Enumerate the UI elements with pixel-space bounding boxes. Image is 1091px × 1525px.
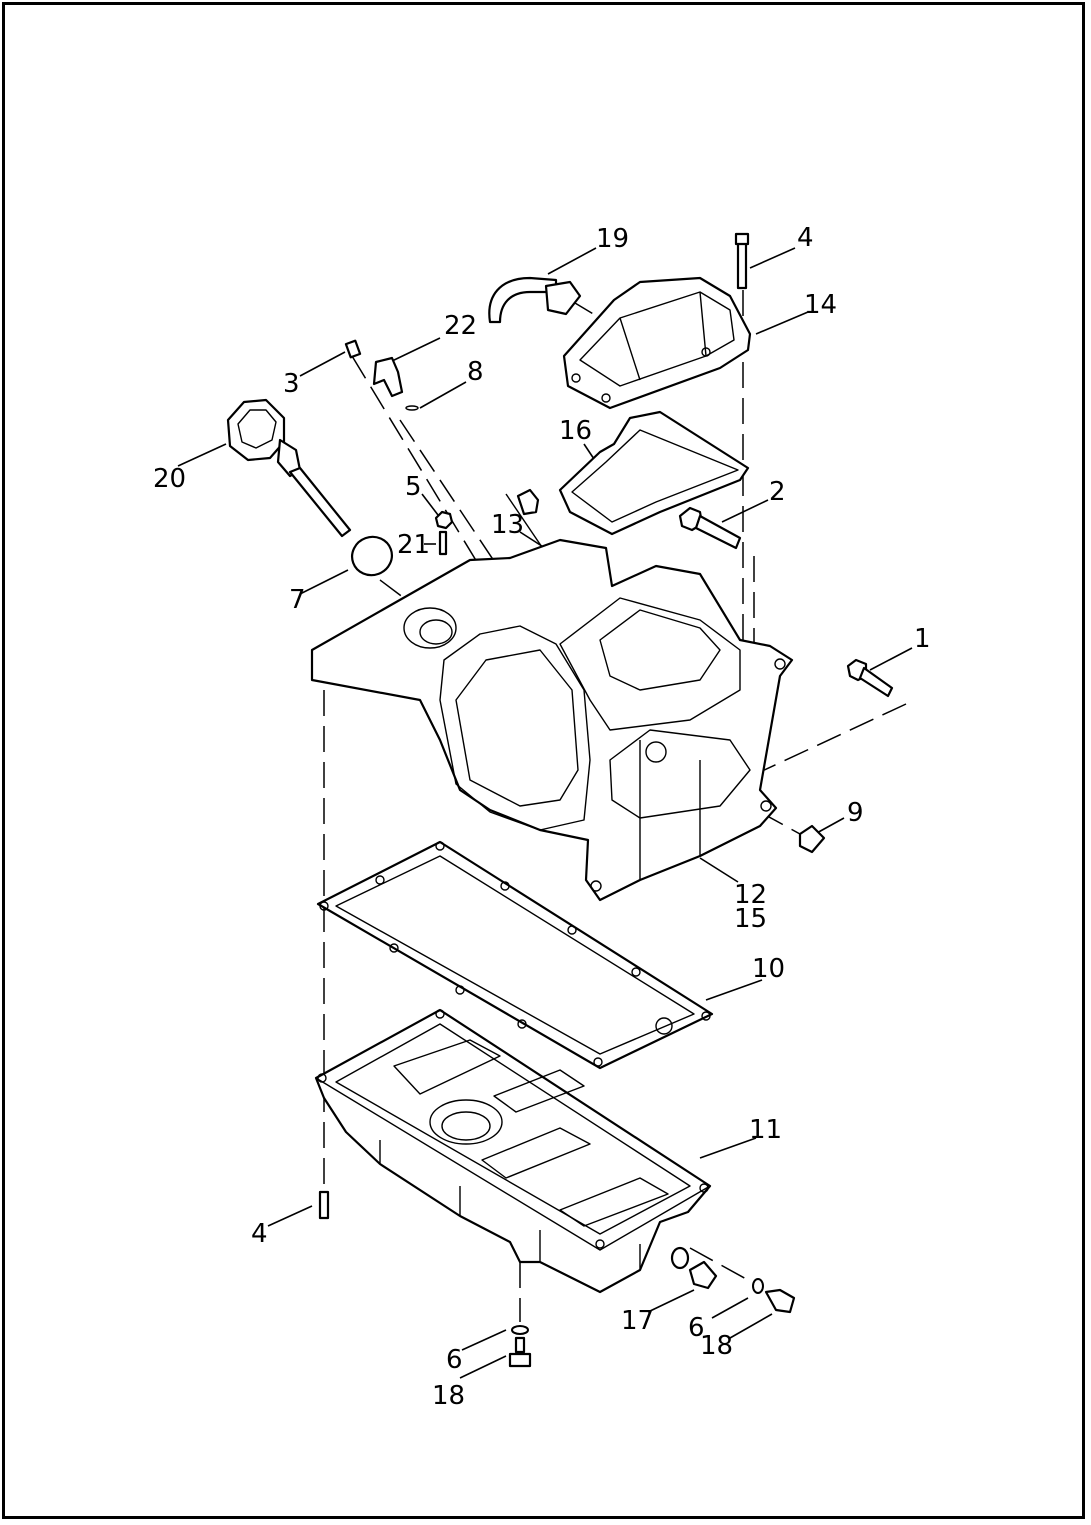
callout-8: 8 [467,357,484,387]
callout-9: 9 [847,798,864,828]
callout-18-right: 18 [700,1331,734,1361]
part-10-gasket [316,840,714,1070]
callout-22: 22 [444,311,478,341]
part-13-switch [505,488,549,557]
leader-lines [177,247,913,1379]
callout-2: 2 [769,477,786,507]
part-17-fitting [688,1260,718,1290]
part-6-o-ring-right [752,1278,764,1294]
callout-6-right: 6 [688,1313,705,1343]
callout-5: 5 [405,472,422,502]
callout-21: 21 [397,530,431,560]
part-20-dipstick [226,398,352,538]
part-3-screw [344,339,362,359]
callout-18-bottom: 18 [432,1381,466,1411]
callout-19: 19 [596,224,630,254]
callout-17: 17 [621,1306,655,1336]
part-2-bolt [678,506,742,550]
part-6-o-ring-bottom [511,1325,529,1335]
part-5-nut [434,510,454,530]
part-19-vent-hose [488,276,582,324]
callout-10: 10 [752,954,786,984]
callout-16: 16 [559,416,593,446]
callout-1: 1 [914,624,931,654]
callout-4-bottom: 4 [251,1219,268,1249]
part-1-bolt [846,658,894,698]
part-8-o-ring [405,405,419,411]
part-11-oil-pan [314,1008,712,1294]
callout-6-bottom: 6 [446,1345,463,1375]
part-18-drain-plug-right [764,1288,796,1314]
callout-13: 13 [491,510,525,540]
part-7-o-ring [351,535,393,577]
callout-14: 14 [804,290,838,320]
callout-11: 11 [749,1115,783,1145]
part-21-stud [438,530,448,556]
callout-4-top: 4 [797,223,814,253]
callout-20: 20 [153,464,187,494]
part-14-top-cover [562,276,752,410]
callout-3: 3 [283,369,300,399]
part-12-15-housing [310,538,794,902]
part-22-sensor [372,356,404,398]
part-9-dowel [798,824,826,854]
part-4-bolt-top [734,232,750,290]
callout-12: 12 [734,880,768,910]
part-16-gasket [558,410,750,536]
part-18-drain-plug-bottom [508,1336,532,1368]
part-4-bolt-bottom [318,1190,330,1220]
callout-7: 7 [289,585,306,615]
callout-15: 15 [734,904,768,934]
